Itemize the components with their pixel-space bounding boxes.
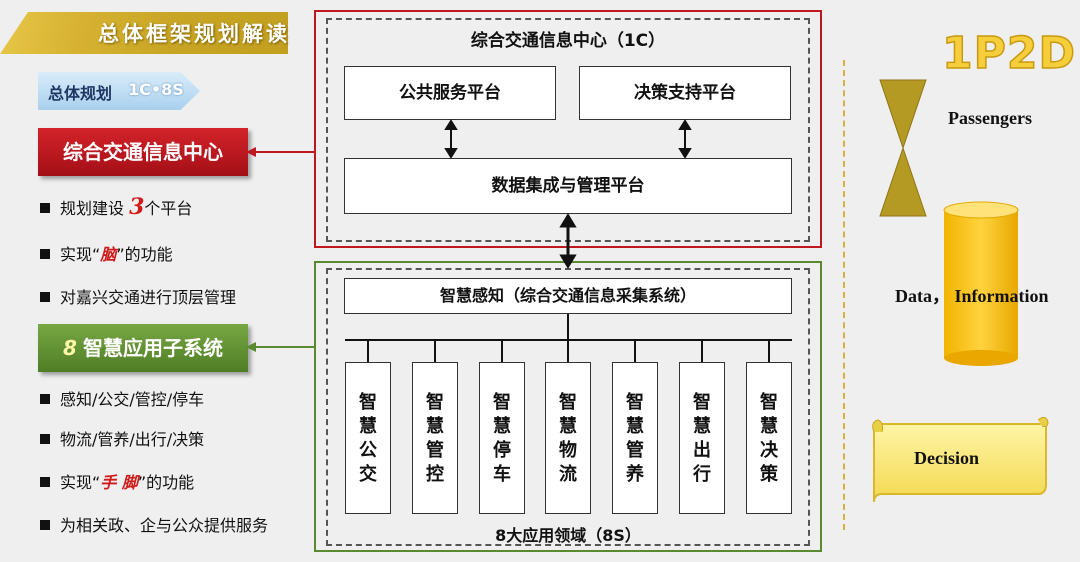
red-arrow-icon (246, 147, 256, 157)
arrow-down-icon (678, 148, 692, 159)
subsystem-smart-parking: 智慧停车 (479, 362, 525, 514)
plan-tag-label: 总体规划 (48, 84, 113, 103)
page-title: 总体框架规划解读 (98, 21, 290, 46)
bullet-square-icon (40, 477, 50, 487)
brand-logo-text: 1P2D (941, 27, 1077, 80)
subsystem-smart-maintenance: 智慧管养 (612, 362, 658, 514)
info-center-title: 综合交通信息中心（1C） (470, 31, 666, 51)
cylinder-top (943, 201, 1019, 219)
decision-label: Decision (914, 448, 979, 468)
arrow-up-icon (678, 119, 692, 130)
arrow-up-icon (444, 119, 458, 130)
arrow-up-icon (559, 213, 577, 228)
application-inner-frame (326, 268, 810, 546)
application-title: 8大应用领域（8S） (495, 526, 641, 545)
plan-tag-arrow (38, 72, 200, 110)
plan-tag-code: 1C•8S (128, 80, 184, 99)
bullet-8s-1: 感知/公交/管控/停车 (40, 386, 204, 410)
bullet-1c-1: 规划建设 3个平台 (40, 194, 192, 220)
subsystem-smart-decision: 智慧决策 (746, 362, 792, 514)
info-center-label: 综合交通信息中心 (38, 128, 248, 176)
funnel-bottom-icon (879, 146, 927, 217)
subsystem-smart-control: 智慧管控 (412, 362, 458, 514)
bullet-1c-3: 对嘉兴交通进行顶层管理 (40, 284, 236, 308)
bullet-8s-4: 为相关政、企与公众提供服务 (40, 512, 268, 536)
header-banner (0, 12, 288, 54)
data-information-label: Data， Information (895, 286, 1049, 306)
green-arrow-icon (246, 342, 256, 352)
database-cylinder-icon (944, 210, 1018, 358)
data-integration-platform: 数据集成与管理平台 (344, 158, 792, 214)
bullet-square-icon (40, 434, 50, 444)
scroll-curl-right (1037, 416, 1049, 427)
subsystem-smart-transit: 智慧公交 (345, 362, 391, 514)
funnel-top-icon (879, 79, 927, 150)
smart-perception-box: 智慧感知（综合交通信息采集系统） (344, 278, 792, 314)
subsystem-smart-travel: 智慧出行 (679, 362, 725, 514)
bullet-square-icon (40, 292, 50, 302)
bullet-1c-2: 实现“脑”的功能 (40, 241, 173, 265)
subsystem-smart-logistics: 智慧物流 (545, 362, 591, 514)
arrow-down-icon (444, 148, 458, 159)
bullet-square-icon (40, 520, 50, 530)
cylinder-base (944, 350, 1018, 366)
bullet-8s-2: 物流/管养/出行/决策 (40, 426, 204, 450)
right-shapes (872, 79, 1049, 503)
bullet-square-icon (40, 394, 50, 404)
bullet-square-icon (40, 249, 50, 259)
bullet-square-icon (40, 203, 50, 213)
arrow-down-icon (559, 254, 577, 269)
passengers-label: Passengers (948, 108, 1032, 128)
public-service-platform: 公共服务平台 (344, 66, 556, 120)
scroll-curl-left (872, 419, 883, 433)
left-connectors (246, 147, 316, 352)
dashed-divider (843, 60, 845, 530)
bullet-8s-3: 实现“手 脚”的功能 (40, 469, 194, 493)
